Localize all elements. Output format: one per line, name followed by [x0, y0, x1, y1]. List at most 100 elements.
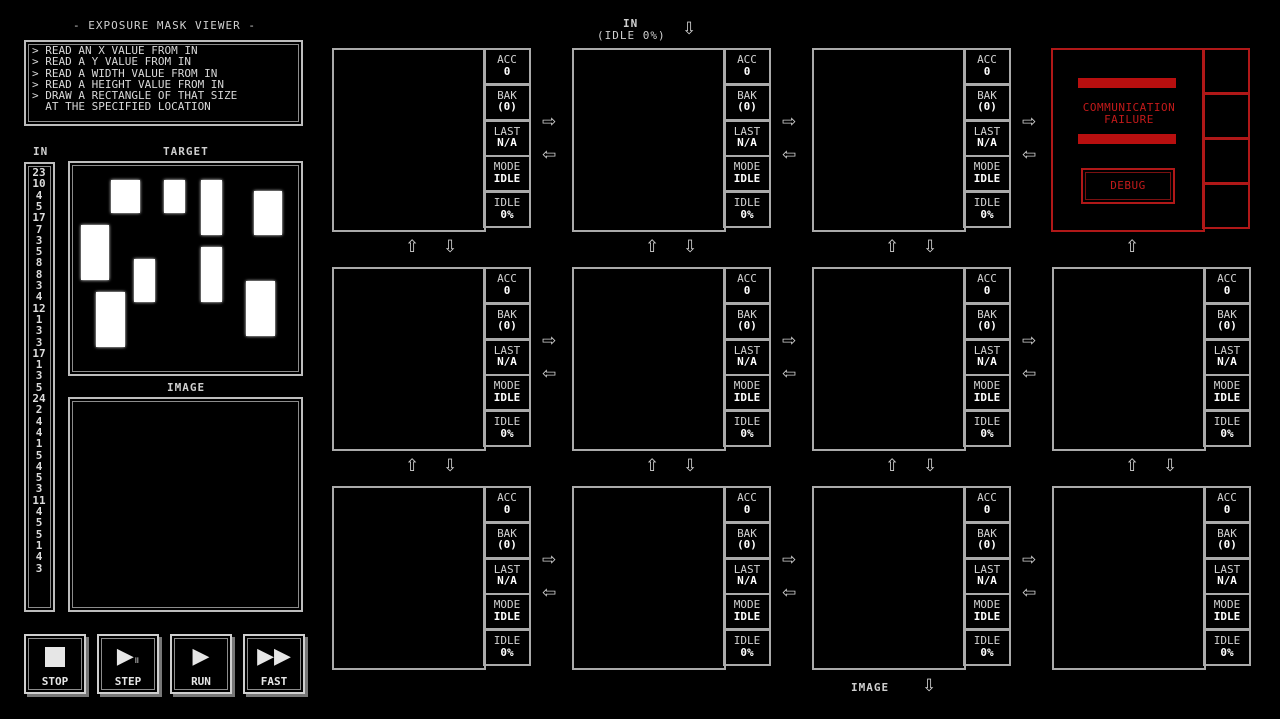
down-arrow-icon: ⇩ — [922, 676, 937, 696]
left-arrow-icon: ⇦ — [782, 364, 797, 384]
node-reg-bak: BAK(0) — [483, 521, 531, 559]
reg-label: BAK — [497, 307, 517, 321]
reg-value: IDLE — [493, 390, 521, 404]
in-value: 4 — [35, 414, 43, 428]
reg-value: 0 — [743, 502, 751, 516]
reg-value: IDLE — [1213, 609, 1241, 623]
failed-node: COMMUNICATION FAILURE DEBUG — [1051, 48, 1250, 232]
left-arrow-icon: ⇦ — [782, 583, 797, 603]
step-button[interactable]: ▶॥ STEP — [97, 634, 159, 694]
in-value: 3 — [35, 279, 43, 292]
right-arrow-icon: ⇨ — [782, 331, 797, 351]
reg-value: N/A — [977, 136, 997, 150]
node-code-area[interactable] — [572, 486, 726, 670]
in-value: 8 — [35, 256, 43, 270]
reg-value: 0% — [980, 426, 994, 440]
reg-value: (0) — [737, 538, 757, 552]
node-code-area[interactable] — [812, 48, 966, 232]
step-icon: ▶॥ — [116, 644, 140, 669]
fast-button[interactable]: ▶▶ FAST — [243, 634, 305, 694]
reg-value: (0) — [497, 100, 517, 114]
reg-value: 0 — [983, 502, 991, 516]
reg-label: ACC — [497, 53, 517, 66]
in-value: 3 — [35, 561, 43, 575]
reg-label: LAST — [973, 124, 1001, 138]
reg-label: LAST — [733, 124, 761, 138]
left-arrow-icon: ⇦ — [1022, 364, 1037, 384]
reg-label: MODE — [493, 598, 521, 612]
fast-icon: ▶▶ — [257, 644, 291, 669]
reg-value: 0 — [503, 502, 511, 516]
reg-label: LAST — [493, 562, 521, 576]
stop-button[interactable]: STOP — [24, 634, 86, 694]
node-reg-bak: BAK(0) — [963, 83, 1011, 121]
node-reg-bak: BAK(0) — [723, 521, 771, 559]
reg-value: (0) — [737, 319, 757, 333]
in-value: 5 — [35, 245, 43, 259]
target-canvas — [68, 161, 303, 376]
in-value: 17 — [32, 346, 46, 360]
in-value: 7 — [35, 222, 43, 236]
in-value: 3 — [35, 324, 43, 338]
node-code-area[interactable] — [1052, 267, 1206, 451]
in-value: 3 — [35, 335, 43, 349]
up-arrow-icon: ⇧ — [405, 237, 420, 257]
node-code-area[interactable] — [332, 486, 486, 670]
target-rect — [246, 281, 275, 336]
target-rect — [164, 180, 185, 213]
node-code-area[interactable] — [812, 486, 966, 670]
reg-value: IDLE — [973, 390, 1001, 404]
in-value: 1 — [35, 312, 43, 326]
up-arrow-icon: ⇧ — [1125, 237, 1140, 257]
node-code-area[interactable] — [572, 267, 726, 451]
reg-label: MODE — [1213, 598, 1241, 612]
failure-bar — [1078, 134, 1176, 144]
reg-value: N/A — [1217, 574, 1237, 588]
node-code-area[interactable] — [812, 267, 966, 451]
left-arrow-icon: ⇦ — [1022, 145, 1037, 165]
reg-label: ACC — [497, 272, 517, 285]
step-label: STEP — [114, 675, 142, 688]
down-arrow-icon: ⇩ — [683, 456, 698, 476]
node-code-area[interactable] — [332, 48, 486, 232]
debug-button[interactable]: DEBUG — [1081, 168, 1175, 204]
node-reg-bak: BAK(0) — [963, 302, 1011, 340]
target-rect — [96, 292, 125, 347]
node-code-area[interactable] — [1052, 486, 1206, 670]
right-arrow-icon: ⇨ — [1022, 550, 1037, 570]
reg-label: BAK — [977, 307, 997, 321]
reg-value: 0 — [743, 283, 751, 297]
down-arrow-icon: ⇩ — [443, 456, 458, 476]
reg-label: ACC — [1217, 272, 1237, 285]
node-code-area[interactable] — [332, 267, 486, 451]
reg-value: N/A — [737, 574, 757, 588]
description-text: > READ AN X VALUE FROM IN > READ A Y VAL… — [32, 44, 238, 114]
reg-value: 0 — [743, 64, 751, 78]
reg-label: LAST — [1213, 343, 1241, 357]
node-code-area[interactable] — [572, 48, 726, 232]
run-button[interactable]: ▶ RUN — [170, 634, 232, 694]
reg-label: IDLE — [1213, 415, 1241, 429]
reg-value: N/A — [497, 136, 517, 150]
reg-label: LAST — [973, 562, 1001, 576]
